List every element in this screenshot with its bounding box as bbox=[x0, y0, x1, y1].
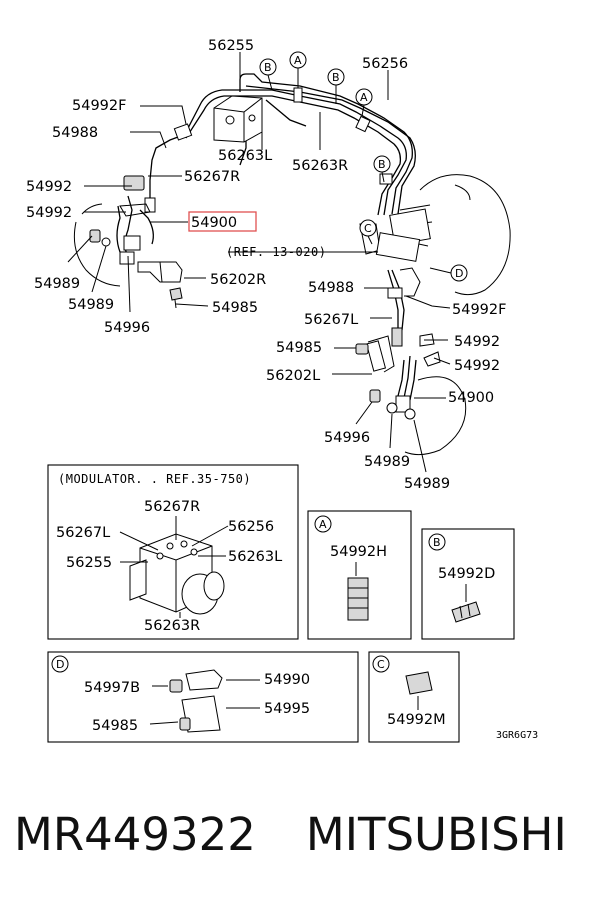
label-56202r: 56202R bbox=[210, 272, 266, 288]
svg-text:B: B bbox=[332, 71, 340, 84]
svg-text:56267L: 56267L bbox=[56, 525, 110, 541]
circle-callouts: B A B A B C D bbox=[259, 51, 468, 282]
label-54985: 54985 bbox=[212, 300, 258, 316]
svg-text:56263L: 56263L bbox=[228, 549, 282, 565]
label-54989: 54989 bbox=[404, 476, 450, 492]
label-54900: 54900 bbox=[448, 390, 494, 406]
label-54900-highlighted: 54900 bbox=[191, 215, 237, 231]
svg-text:56263R: 56263R bbox=[144, 618, 200, 634]
right-brake-hose bbox=[355, 223, 441, 420]
svg-text:C: C bbox=[364, 222, 372, 235]
label-54985: 54985 bbox=[276, 340, 322, 356]
detail-box-a: A 54992H bbox=[307, 510, 412, 640]
svg-text:D: D bbox=[56, 658, 64, 671]
detail-box-b: B 54992D bbox=[421, 528, 515, 640]
detail-box-c: C 54992M bbox=[368, 651, 460, 743]
brake-pipe-bundle bbox=[185, 73, 416, 216]
detail-box-d: D 54997B 54990 54995 54985 bbox=[47, 651, 359, 743]
label-54989: 54989 bbox=[34, 276, 80, 292]
svg-text:54997B: 54997B bbox=[84, 680, 140, 696]
label-54992: 54992 bbox=[454, 358, 500, 374]
label-54996: 54996 bbox=[324, 430, 370, 446]
svg-text:54990: 54990 bbox=[264, 672, 310, 688]
svg-text:56267R: 56267R bbox=[144, 499, 200, 515]
ref-note: (REF. 13-020) bbox=[226, 245, 326, 259]
part-caption: MR449322 MITSUBISHI bbox=[14, 800, 594, 870]
svg-text:54995: 54995 bbox=[264, 701, 310, 717]
brand-name: MITSUBISHI bbox=[305, 808, 567, 861]
part-number: MR449322 bbox=[14, 808, 256, 861]
svg-text:A: A bbox=[360, 91, 368, 104]
svg-text:54985: 54985 bbox=[92, 718, 138, 734]
svg-text:A: A bbox=[319, 518, 327, 531]
label-54992: 54992 bbox=[26, 179, 72, 195]
svg-text:56256: 56256 bbox=[228, 519, 274, 535]
modulator-detail-box: (MODULATOR. . REF.35-750) 56267R 56267L … bbox=[47, 464, 299, 640]
label-54988: 54988 bbox=[308, 280, 354, 296]
label-56255: 56255 bbox=[208, 38, 254, 54]
label-54992f: 54992F bbox=[72, 98, 126, 114]
svg-text:B: B bbox=[264, 61, 272, 74]
label-54992: 54992 bbox=[454, 334, 500, 350]
leader-lines bbox=[67, 52, 451, 473]
label-56267l: 56267L bbox=[304, 312, 358, 328]
label-54989: 54989 bbox=[68, 297, 114, 313]
svg-text:B: B bbox=[378, 158, 386, 171]
svg-text:54992M: 54992M bbox=[387, 712, 446, 728]
svg-text:C: C bbox=[377, 658, 385, 671]
label-56263r: 56263R bbox=[292, 158, 348, 174]
part-labels: 56255 56256 54992F 54988 56263L 56263R 5… bbox=[26, 38, 506, 492]
label-56202l: 56202L bbox=[266, 368, 320, 384]
label-54992f: 54992F bbox=[452, 302, 506, 318]
svg-text:B: B bbox=[433, 536, 441, 549]
label-56256: 56256 bbox=[362, 56, 408, 72]
left-brake-hose bbox=[89, 123, 193, 309]
svg-text:54992H: 54992H bbox=[330, 544, 387, 560]
modulator-title: (MODULATOR. . REF.35-750) bbox=[58, 472, 251, 486]
label-56263l: 56263L bbox=[218, 148, 272, 164]
label-54988: 54988 bbox=[52, 125, 98, 141]
svg-text:A: A bbox=[294, 54, 302, 67]
svg-text:56255: 56255 bbox=[66, 555, 112, 571]
drawing-code: 3GR6G73 bbox=[496, 730, 538, 741]
svg-text:D: D bbox=[455, 267, 463, 280]
label-54989: 54989 bbox=[364, 454, 410, 470]
label-54996: 54996 bbox=[104, 320, 150, 336]
label-54992: 54992 bbox=[26, 205, 72, 221]
front-left-disc bbox=[73, 203, 121, 287]
highlight-box bbox=[188, 211, 257, 232]
svg-text:54992D: 54992D bbox=[438, 566, 495, 582]
label-56267r: 56267R bbox=[184, 169, 240, 185]
